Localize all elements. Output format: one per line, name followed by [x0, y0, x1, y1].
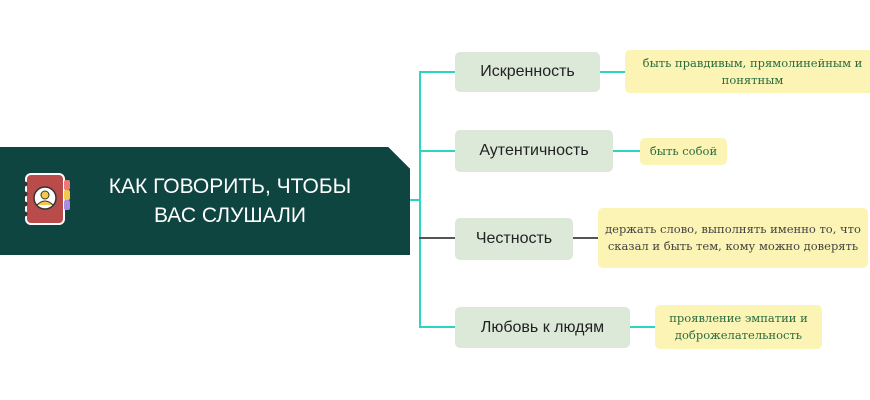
connector-branch-1	[419, 71, 455, 73]
connector-branch-4	[419, 326, 455, 328]
branch-note[interactable]: быть правдивым, прямолинейным и понятным	[625, 50, 870, 93]
root-title: КАК ГОВОРИТЬ, ЧТОБЫ ВАС СЛУШАЛИ	[80, 172, 380, 230]
branch-note[interactable]: быть собой	[640, 138, 727, 165]
connector-branch-2	[419, 150, 455, 152]
branch-node[interactable]: Искренность	[455, 52, 600, 92]
branch-node[interactable]: Честность	[455, 218, 573, 260]
root-title-line1: КАК ГОВОРИТЬ, ЧТОБЫ	[108, 175, 352, 198]
branch-node[interactable]: Аутентичность	[455, 130, 613, 172]
connector-note-3	[573, 237, 598, 239]
connector-note-4	[630, 326, 655, 328]
folded-corner	[388, 147, 410, 169]
branch-note[interactable]: держать слово, выполнять именно то, что …	[598, 208, 868, 268]
connector-vertical	[419, 72, 421, 328]
connector-note-2	[613, 150, 640, 152]
branch-node[interactable]: Любовь к людям	[455, 307, 630, 348]
root-title-line2: ВАС СЛУШАЛИ	[153, 204, 307, 227]
branch-note[interactable]: проявление эмпатии и доброжелательность	[655, 305, 822, 349]
connector-branch-3	[419, 237, 455, 239]
connector-note-1	[600, 71, 625, 73]
connector-trunk	[410, 199, 421, 201]
notebook-contact-icon	[22, 173, 70, 225]
